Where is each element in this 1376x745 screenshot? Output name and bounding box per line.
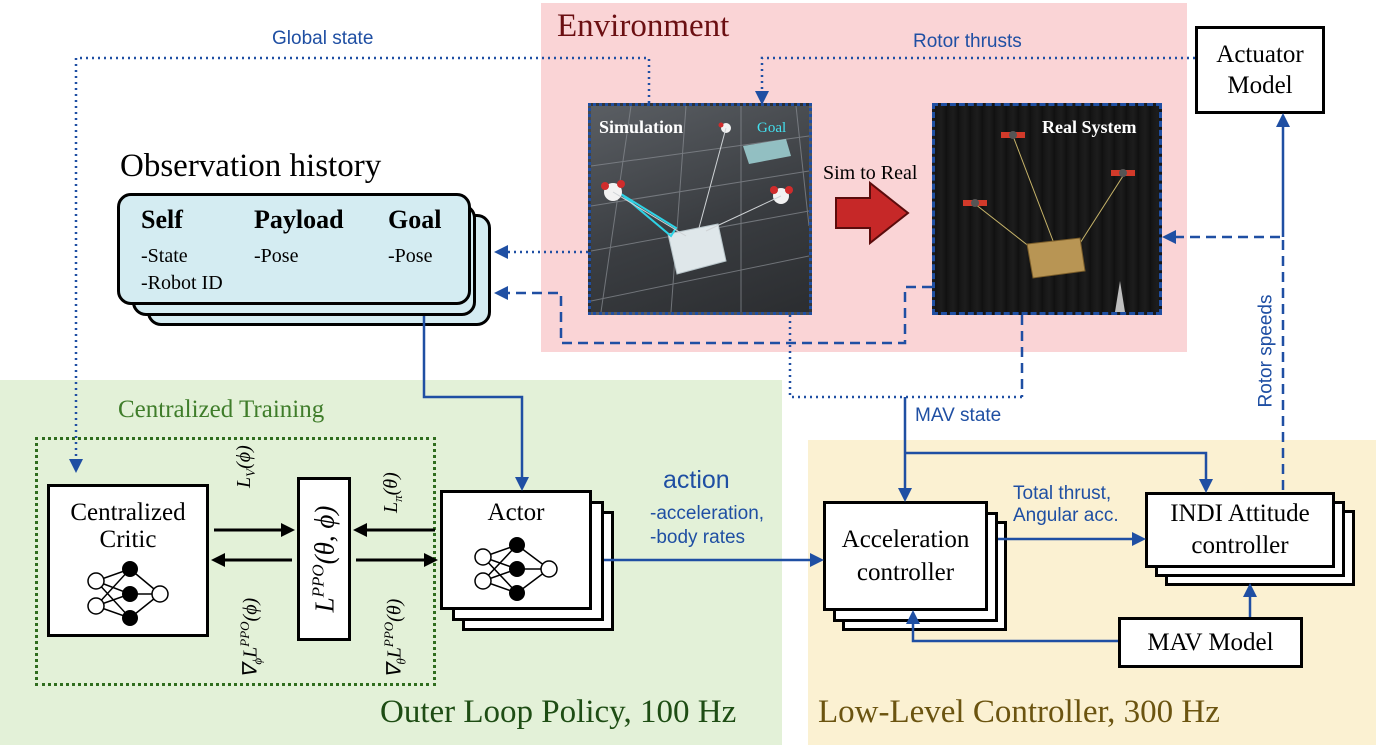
real-observation-edge: [494, 285, 932, 345]
real-drone-left: [963, 199, 987, 207]
mav-state-label: MAV state: [915, 405, 1002, 426]
payload-box-shape: [667, 223, 727, 275]
global-state-label: Global state: [272, 28, 374, 49]
indi-line2: controller: [1191, 532, 1289, 559]
actuator-model-block: Actuator Model: [1195, 26, 1325, 114]
action-label: action: [663, 466, 730, 494]
real-system-panel: Real System: [932, 103, 1162, 315]
observation-title: Observation history: [120, 148, 382, 184]
accel-line1: Acceleration: [841, 526, 970, 553]
critic-network-icon: [87, 561, 169, 626]
observation-card: Self -State -Robot ID Payload -Pose Goal…: [117, 193, 471, 305]
observation-actor-edge: [422, 316, 529, 491]
low-level-title: Low-Level Controller, 300 Hz: [818, 694, 1220, 730]
actor-network-icon: [474, 537, 558, 601]
critic-line2: Critic: [99, 526, 157, 553]
environment-title: Environment: [557, 8, 730, 44]
actuator-line1: Actuator: [1216, 41, 1304, 68]
mav-model-label: MAV Model: [1147, 628, 1274, 656]
sim-to-real-label: Sim to Real: [823, 162, 918, 184]
critic-line1: Centralized: [70, 499, 186, 526]
payload-title: Payload: [254, 205, 344, 234]
acceleration-controller-block: Acceleration controller: [823, 501, 988, 611]
payload-item-pose: -Pose: [254, 245, 299, 267]
global-state-edge: [69, 56, 651, 473]
actor-loss-label: Lπ(θ): [380, 472, 405, 513]
simulation-panel: Simulation Goal: [588, 103, 812, 315]
rotor-thrusts-edge: [755, 56, 1195, 105]
real-payload-shape: [1026, 237, 1086, 279]
rotor-thrusts-label: Rotor thrusts: [913, 31, 1022, 52]
mav-model-block: MAV Model: [1118, 617, 1303, 668]
simulation-scene: [591, 106, 809, 312]
sim-to-real-arrow: [835, 180, 910, 246]
goal-title: Goal: [388, 205, 442, 234]
real-drone-right: [1111, 169, 1135, 177]
self-item-robot-id: -Robot ID: [141, 272, 223, 294]
action-item-body-rates: -body rates: [650, 527, 746, 548]
critic-gradient-label: ∇ϕLPPO(ϕ): [237, 597, 265, 678]
indi-controller-block: INDI Attitude controller: [1145, 492, 1335, 568]
real-system-label: Real System: [1042, 117, 1137, 137]
real-drone-top: [1001, 131, 1025, 139]
actor-label: Actor: [487, 499, 545, 526]
outer-loop-title: Outer Loop Policy, 100 Hz: [380, 694, 737, 730]
total-thrust-label-2: Angular acc.: [1013, 505, 1119, 526]
rotor-speeds-edge: [1162, 230, 1285, 490]
goal-box-shape: [743, 139, 791, 164]
simulation-label: Simulation: [599, 117, 684, 137]
self-item-state: -State: [141, 245, 188, 267]
indi-line1: INDI Attitude: [1170, 500, 1310, 527]
accel-line2: controller: [856, 559, 955, 586]
real-system-scene: [963, 131, 1135, 312]
mav-model-accel-edge: [906, 610, 1118, 643]
critic-loss-label: LV(ϕ): [233, 445, 258, 488]
centralized-training-title: Centralized Training: [118, 396, 325, 423]
total-thrust-label-1: Total thrust,: [1013, 483, 1112, 504]
self-title: Self: [141, 205, 183, 234]
centralized-critic-block: Centralized Critic: [47, 484, 209, 637]
rotor-speeds-label: Rotor speeds: [1255, 294, 1277, 408]
actor-block: Actor: [440, 490, 592, 610]
ppo-loss-block: LPPO(θ, ϕ): [297, 477, 351, 641]
actor-gradient-label: ∇θLPPO(θ): [381, 598, 409, 678]
mav-state-indi-edge: [905, 451, 1213, 493]
action-item-acceleration: -acceleration,: [650, 503, 765, 524]
actuator-line2: Model: [1227, 72, 1293, 99]
goal-item-pose: -Pose: [388, 245, 433, 267]
goal-label: Goal: [757, 120, 787, 136]
